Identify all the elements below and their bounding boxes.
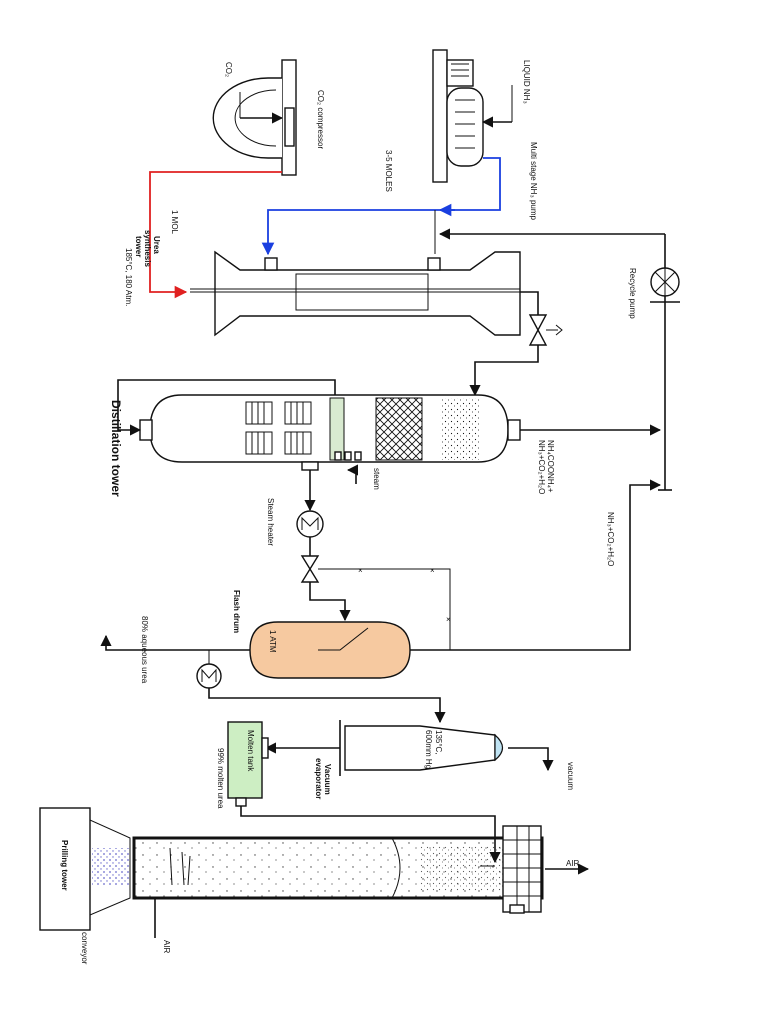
urea-synthesis-reactor — [190, 250, 521, 337]
steam-heater-label: Steam heater — [266, 498, 275, 546]
reactor-conditions-label: 185°C, 180 Atm. — [124, 248, 133, 306]
molten-urea-label: 99% molten urea — [216, 748, 225, 809]
steam-heater — [296, 510, 324, 538]
aqueous-urea-label: 80% aqueous urea — [140, 616, 149, 684]
moles-35-label: 3-5 MOLES — [384, 150, 393, 192]
co2-feed-line — [149, 171, 282, 299]
co2-compressor-label: CO₂ compressor — [316, 90, 325, 149]
evap-pressure-label: 600mm Hg — [424, 730, 433, 769]
offgas-label: NH₃+CO₂+H₂O — [606, 512, 615, 566]
air-top-label: AIR — [566, 859, 580, 868]
mol-1-label: 1 MOL — [170, 210, 179, 235]
flash-valve — [300, 555, 330, 583]
multistage-nh3-pump — [432, 49, 513, 183]
molten-tank-label: Molten tank — [246, 730, 255, 772]
carbamate-label-2: NH₃+CO₂+H₂O — [537, 440, 546, 494]
recycle-pump — [650, 234, 680, 491]
co2-compressor — [212, 59, 297, 176]
vacuum-evaporator — [339, 720, 504, 776]
co2-feed-label: CO₂ — [224, 62, 233, 77]
reactor-label-3: tower — [134, 236, 143, 257]
vacuum-label: vacuum — [566, 762, 575, 790]
recycle-pump-label: Recycle pump — [628, 268, 637, 319]
prilling-tower-label: Prilling tower — [60, 840, 69, 891]
evap-temp-label: 135°C, — [434, 730, 443, 755]
flash-pressure-label: 1 ATM — [268, 630, 277, 653]
air-bottom-label: AIR — [162, 940, 171, 954]
bypass-mark-2: × — [430, 566, 435, 575]
prilling-tower — [39, 807, 544, 938]
conveyor-label: conveyor — [80, 932, 89, 965]
liquid-nh3-label: LIQUID NH₃ — [522, 60, 531, 104]
carbamate-label-1: NH₄COONH₄+ — [546, 440, 555, 493]
steam-label: steam — [372, 468, 381, 490]
flash-drum — [249, 621, 411, 679]
bypass-mark-3: × — [446, 615, 451, 624]
vacuum-evaporator-label-1: Vacuum — [323, 764, 332, 795]
vacuum-evaporator-label-2: evaporator — [314, 758, 323, 799]
bypass-mark-1: × — [358, 566, 363, 575]
control-valve — [528, 314, 563, 346]
distillation-tower-label: Distillation tower — [109, 400, 123, 497]
cooler — [196, 663, 222, 689]
reactor-label-1: Urea — [152, 236, 161, 254]
multistage-pump-label: Multi stage NH₃ pump — [529, 142, 538, 221]
nh3-feed-line — [261, 157, 501, 256]
molten-tank — [227, 721, 269, 807]
flash-drum-label: Flash drum — [232, 590, 241, 633]
reactor-label-2: synthesis — [143, 230, 152, 267]
distillation-tower — [139, 394, 521, 471]
